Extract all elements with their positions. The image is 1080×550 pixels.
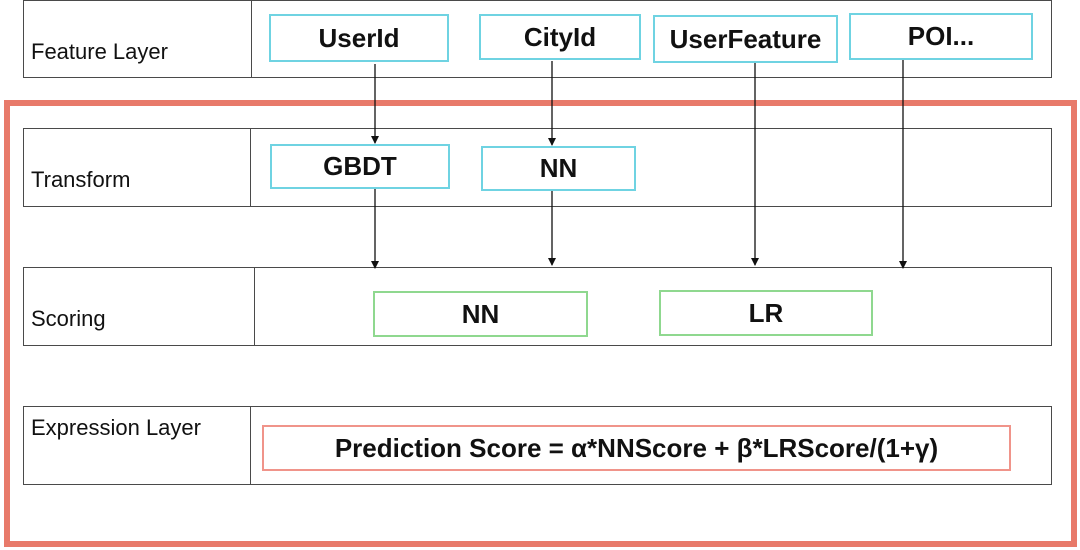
node-userid: UserId [269,14,449,62]
model-frame [4,100,1077,547]
node-lr: LR [659,290,873,336]
prediction-score-formula: Prediction Score = α*NNScore + β*LRScore… [262,425,1011,471]
transform-label: Transform [31,167,131,192]
feature-layer-label: Feature Layer [31,39,168,64]
feature-layer-divider [251,1,252,77]
node-userfeature: UserFeature [653,15,838,63]
expression-layer-divider [250,407,251,484]
node-transform-nn: NN [481,146,636,191]
scoring-label: Scoring [31,306,106,331]
scoring-divider [254,268,255,345]
transform-divider [250,129,251,206]
node-poi: POI... [849,13,1033,60]
node-scoring-nn: NN [373,291,588,337]
expression-layer-label: Expression Layer [31,415,201,440]
transform-row: Transform [23,128,1052,207]
node-gbdt: GBDT [270,144,450,189]
node-cityid: CityId [479,14,641,60]
